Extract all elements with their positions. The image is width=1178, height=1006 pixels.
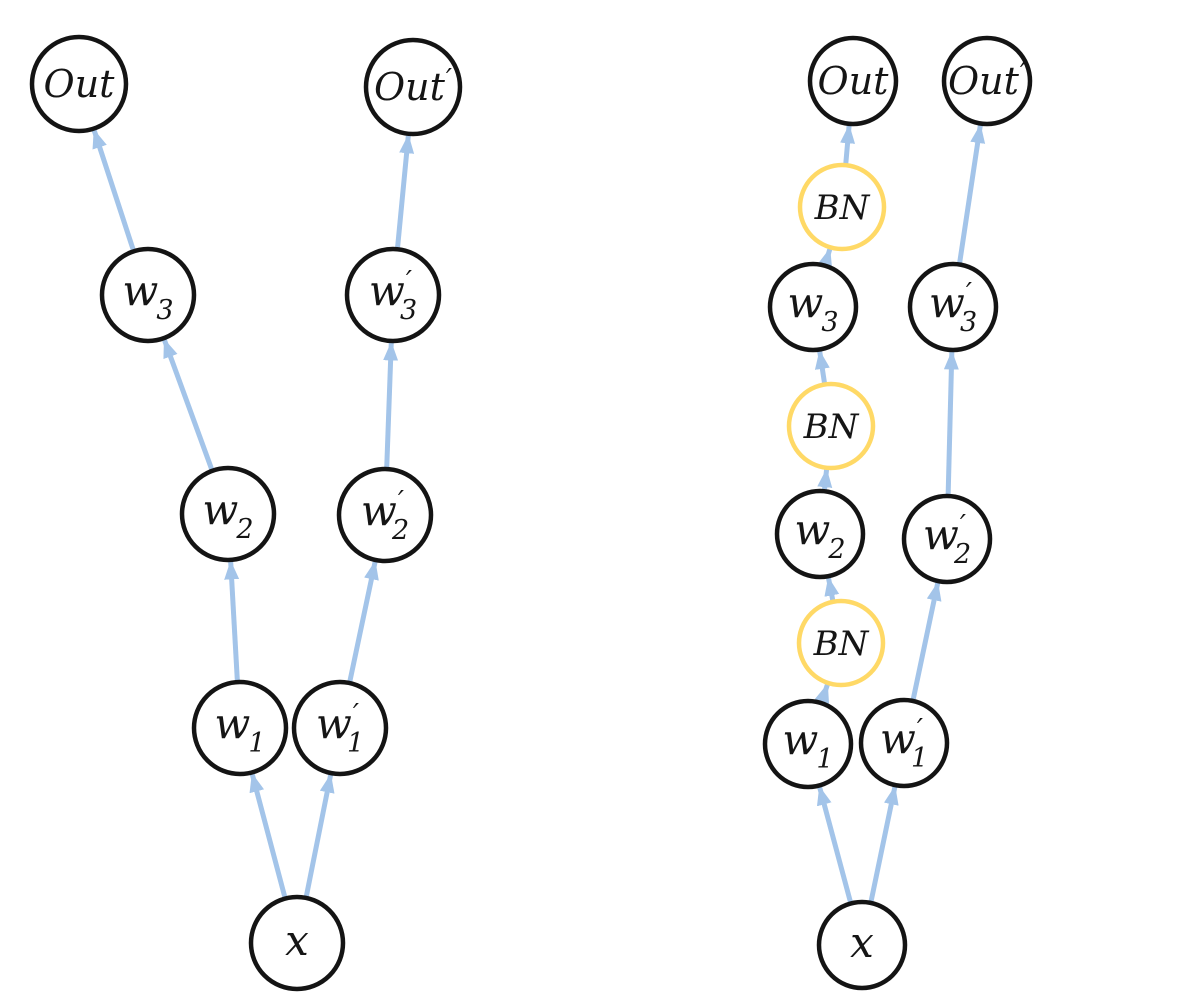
- edge-x-to-w1-prime: [868, 785, 899, 904]
- node-w3-prime: [907, 261, 999, 353]
- node-bn-bottom: [796, 598, 886, 688]
- edge-w3-to-bn-top: [817, 247, 833, 269]
- node-w2-prime: [901, 493, 993, 585]
- edge-x-to-w1: [816, 786, 854, 905]
- node-label-w3: w3: [787, 278, 838, 338]
- diagram-network-without-bn: Out Out′ w3 w′3 w2 w′2 w1 w′1 x: [29, 34, 463, 992]
- node-label-out-prime: Out′: [374, 64, 452, 109]
- node-label-w1-prime: w′1: [880, 714, 928, 774]
- edge-w2-to-bn-mid: [817, 468, 833, 492]
- node-label-out: Out: [818, 59, 890, 103]
- node-label-bn-top: BN: [814, 188, 871, 228]
- node-label-x: x: [285, 916, 309, 965]
- node-w3: [99, 246, 197, 344]
- node-x: [816, 899, 908, 991]
- node-out: [29, 34, 129, 134]
- node-label-w2: w2: [794, 505, 845, 565]
- edge-w2-prime-to-w3-prime: [383, 341, 399, 470]
- node-w2-prime: [336, 466, 434, 564]
- edge-w3-prime-to-out-prime: [394, 134, 415, 250]
- edge-x-to-w1: [249, 772, 288, 900]
- node-label-out: Out: [44, 62, 116, 106]
- edge-w1-prime-to-w2-prime: [347, 560, 379, 684]
- node-w2: [179, 465, 277, 563]
- edge-x-to-w1-prime: [303, 773, 335, 899]
- node-label-w3: w3: [122, 266, 173, 326]
- node-w2: [774, 488, 866, 580]
- edge-w2-prime-to-w3-prime: [943, 350, 959, 497]
- node-label-w2: w2: [202, 485, 253, 545]
- node-label-w3-prime: w′3: [929, 278, 977, 338]
- edge-w2-to-w3: [162, 338, 215, 472]
- edge-w1-to-bn-bottom: [814, 683, 830, 704]
- node-w1-prime: [858, 697, 950, 789]
- edge-w1-prime-to-w2-prime: [910, 581, 942, 702]
- node-label-w1: w1: [782, 715, 833, 775]
- node-x: [248, 894, 346, 992]
- edge-w1-to-w2: [224, 560, 240, 683]
- node-label-x: x: [850, 918, 874, 967]
- node-label-w1: w1: [214, 699, 265, 759]
- edge-w3-to-out: [91, 129, 137, 253]
- edge-bn-mid-to-w3: [814, 350, 830, 385]
- node-w3-prime: [344, 246, 442, 344]
- node-out-prime: [941, 35, 1033, 127]
- node-w3: [767, 261, 859, 353]
- node-bn-top: [797, 162, 887, 252]
- node-bn-mid: [786, 381, 876, 471]
- node-label-bn-mid: BN: [803, 407, 860, 447]
- node-label-w3-prime: w′3: [369, 266, 417, 326]
- node-w1-prime: [291, 679, 389, 777]
- edge-bn-bottom-to-w2: [824, 576, 840, 603]
- edge-bn-top-to-out: [840, 124, 856, 166]
- edge-w3-prime-to-out-prime: [956, 124, 986, 265]
- node-label-w1-prime: w′1: [316, 699, 364, 759]
- node-label-w2-prime: w′2: [361, 486, 409, 546]
- node-out-prime: [363, 37, 463, 137]
- node-label-bn-bottom: BN: [813, 624, 870, 664]
- node-label-out-prime: Out′: [948, 58, 1026, 103]
- node-w1: [762, 698, 854, 790]
- node-label-w2-prime: w′2: [923, 510, 971, 570]
- node-w1: [191, 679, 289, 777]
- node-out: [807, 35, 899, 127]
